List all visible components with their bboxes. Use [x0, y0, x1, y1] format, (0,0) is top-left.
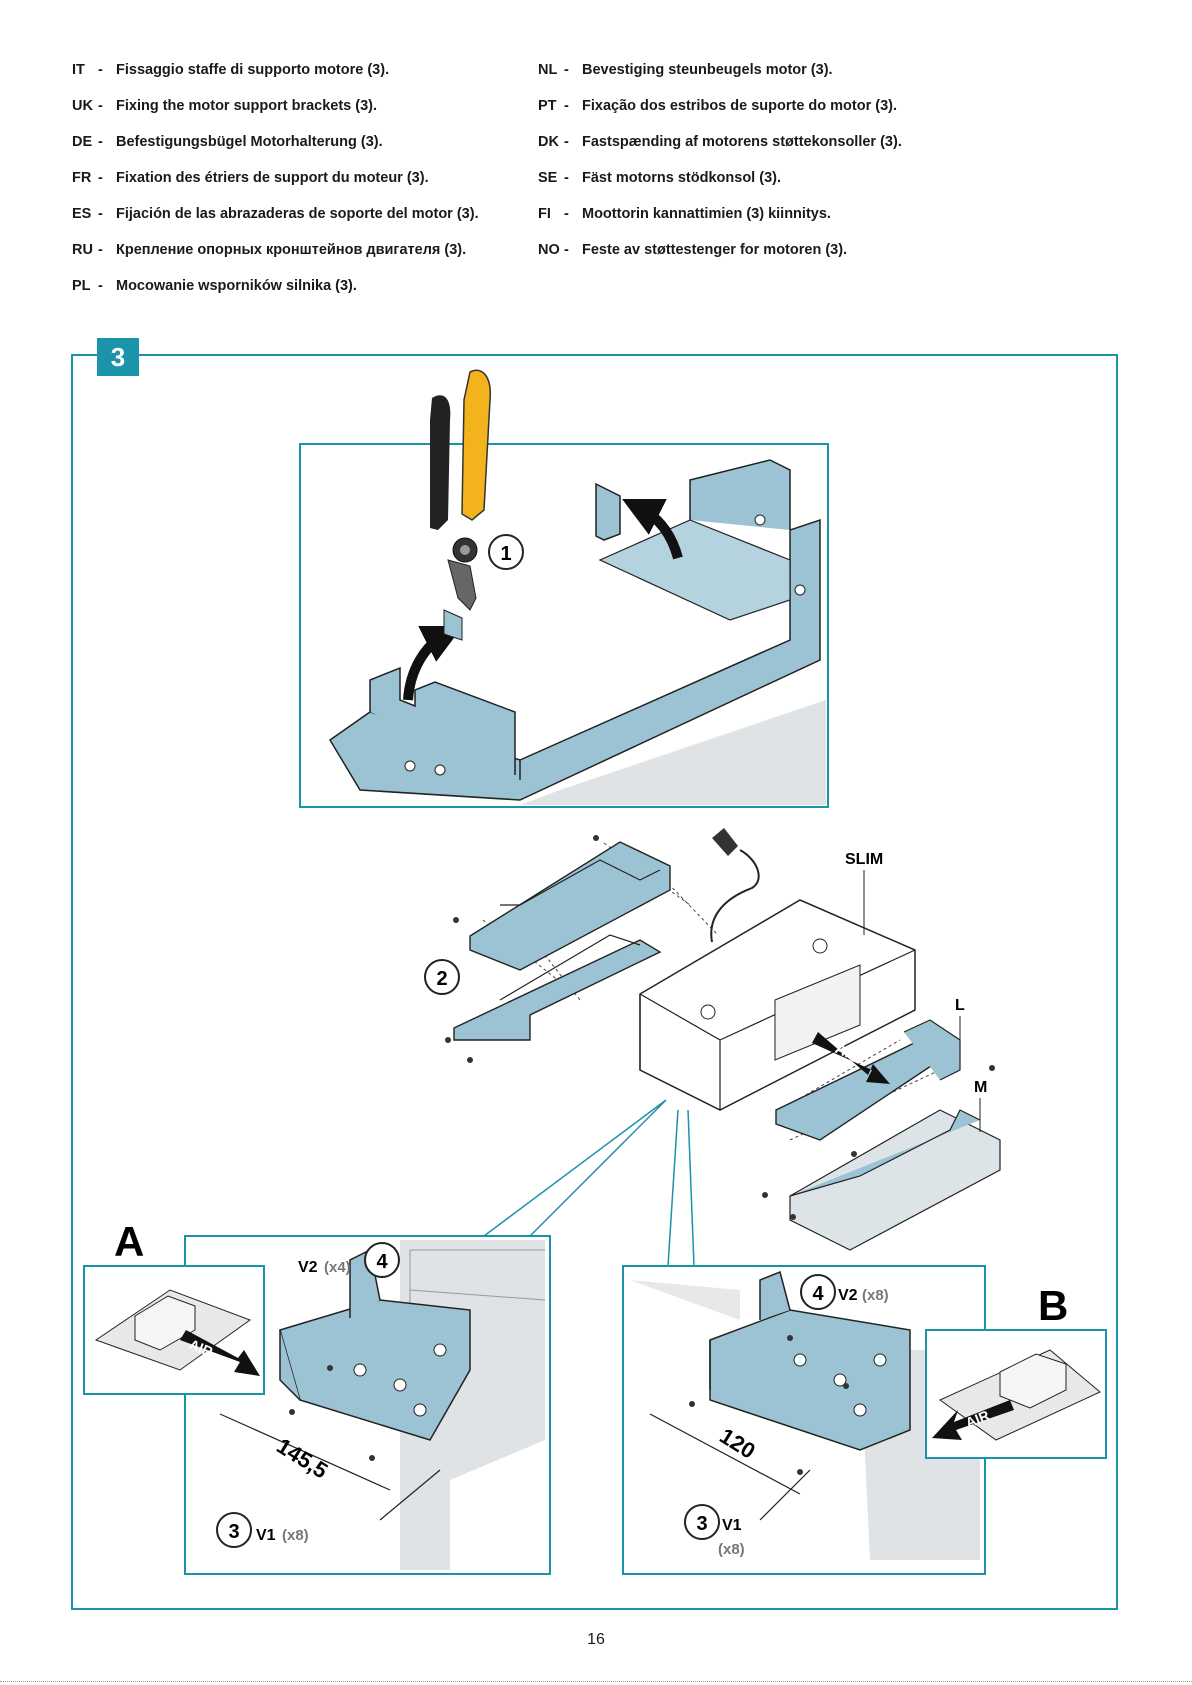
- screw-v2-a: V2: [298, 1259, 318, 1276]
- callout-3-a: 3: [228, 1521, 239, 1543]
- detail-b-letter: B: [1038, 1282, 1068, 1329]
- inset-b: B AIR: [925, 1282, 1107, 1459]
- page-bottom-border: [0, 1681, 1192, 1682]
- instruction-fi: FI-Moottorin kannattimien (3) kiinnitys.: [538, 206, 831, 222]
- label-l: L: [955, 997, 965, 1014]
- instruction-ru: RU-Крепление опорных кронштейнов двигате…: [72, 242, 467, 258]
- callout-1: 1: [500, 543, 511, 565]
- callout-4-b: 4: [812, 1283, 824, 1305]
- screw-v1-a: V1: [256, 1527, 276, 1544]
- page-number: 16: [587, 1631, 605, 1648]
- instruction-it: IT-Fissaggio staffe di supporto motore (…: [72, 62, 390, 78]
- instruction-se: SE-Fäst motorns stödkonsol (3).: [538, 170, 781, 186]
- screw-v2-b: V2: [838, 1287, 858, 1304]
- screw-v1-qty-a: (x8): [282, 1527, 309, 1544]
- callout-3-b: 3: [696, 1513, 707, 1535]
- instruction-de: DE-Befestigungsbügel Motorhalterung (3).: [72, 134, 383, 150]
- label-m: M: [974, 1079, 987, 1096]
- instruction-fr: FR-Fixation des étriers de support du mo…: [72, 170, 429, 186]
- pliers-panel: 1: [299, 369, 829, 808]
- instruction-uk: UK-Fixing the motor support brackets (3)…: [72, 98, 378, 114]
- instruction-es: ES-Fijación de las abrazaderas de soport…: [72, 206, 479, 222]
- figure-frame: [71, 354, 1118, 1610]
- instruction-list-right: NL-Bevestiging steunbeugels motor (3). P…: [538, 62, 902, 278]
- inset-a: A AIR: [83, 1218, 265, 1395]
- label-slim: SLIM: [845, 851, 883, 868]
- callout-2: 2: [436, 968, 447, 990]
- instruction-pl: PL-Mocowanie wsporników silnika (3).: [72, 278, 357, 294]
- instruction-nl: NL-Bevestiging steunbeugels motor (3).: [538, 62, 833, 78]
- instruction-dk: DK-Fastspænding af motorens støttekonsol…: [538, 134, 902, 150]
- pliers-icon: [430, 395, 451, 530]
- screw-v1-qty-b: (x8): [718, 1541, 745, 1558]
- exploded-view: AIR SLIM L M 2: [424, 828, 1001, 1267]
- instruction-no: NO-Feste av støttestenger for motoren (3…: [538, 242, 848, 258]
- screw-v2-qty-b: (x8): [862, 1287, 889, 1304]
- detail-a-letter: A: [114, 1218, 144, 1265]
- step-badge: 3: [97, 338, 139, 376]
- instruction-list-left: IT-Fissaggio staffe di supporto motore (…: [72, 62, 479, 314]
- callout-4-a: 4: [376, 1251, 388, 1273]
- instruction-pt: PT-Fixação dos estribos de suporte do mo…: [538, 98, 898, 114]
- screw-v2-qty-a: (x4): [324, 1259, 351, 1276]
- detail-b: 120 4 V2 (x8) 3 V1 (x8): [622, 1265, 986, 1575]
- air-label-main: AIR: [832, 1040, 863, 1066]
- screw-v1-b: V1: [722, 1517, 742, 1534]
